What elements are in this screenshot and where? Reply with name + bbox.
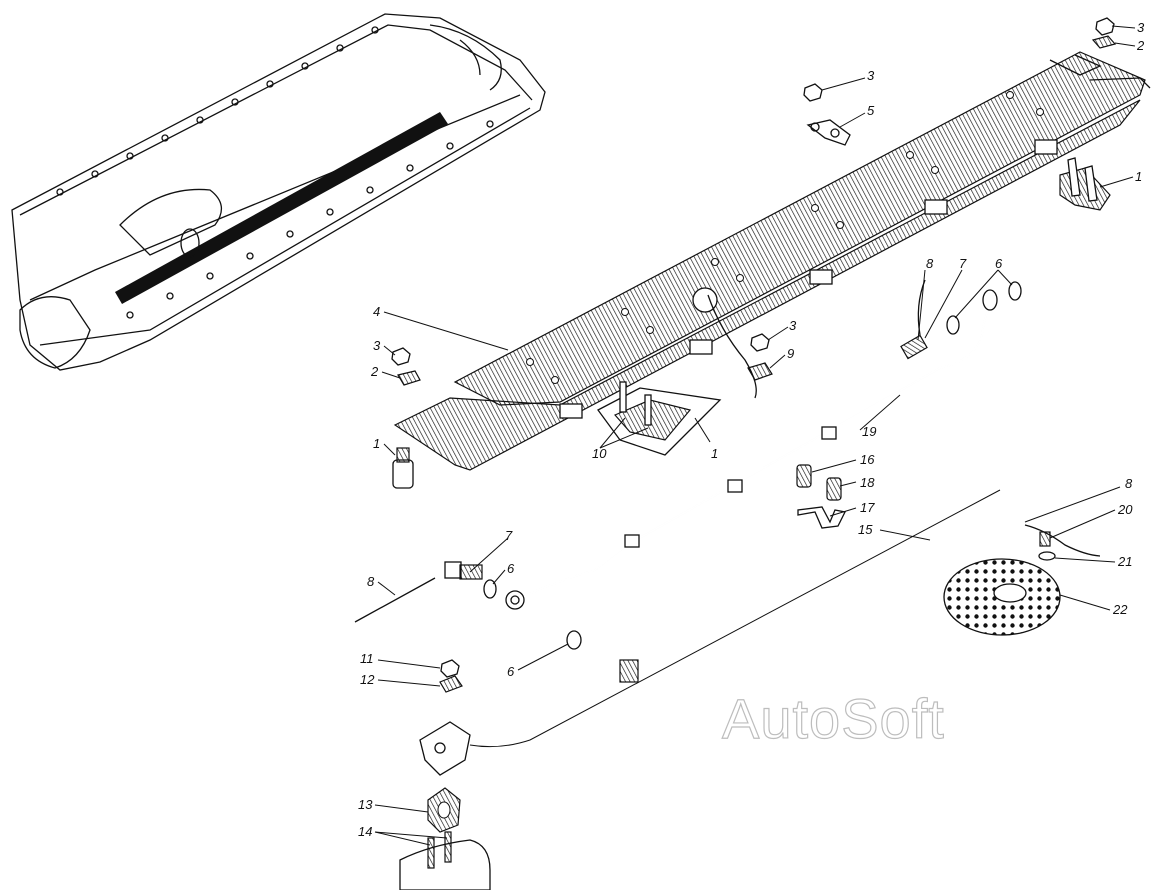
callout-label: 3 (867, 68, 875, 83)
callout-label: 3 (373, 338, 381, 353)
callout-label: 10 (592, 446, 607, 461)
callout-label: 2 (370, 364, 379, 379)
callout-label: 19 (862, 424, 876, 439)
crankcase-housing (11, 13, 546, 371)
seal-ring-6-upper (946, 281, 1022, 335)
washer-2-top (1091, 35, 1117, 49)
callout-label: 22 (1112, 602, 1128, 617)
wire-8-right (1024, 524, 1101, 557)
callout-label: 9 (787, 346, 794, 361)
studs-14 (399, 831, 491, 890)
callout-label: 3 (1137, 20, 1145, 35)
wire-8-lower (354, 577, 436, 623)
callout-label: 18 (860, 475, 875, 490)
seal-ring-6-lower (483, 579, 497, 599)
nut-11 (440, 659, 460, 678)
washer-12 (439, 675, 463, 693)
oil-intake-pipe-15 (419, 481, 1030, 776)
spacer-16 (796, 464, 812, 488)
callout-label: 15 (858, 522, 873, 537)
leader-lines (374, 25, 1136, 846)
callout-label: 3 (789, 318, 797, 333)
callout-label: 6 (507, 561, 515, 576)
nut-3-top (1095, 17, 1115, 36)
callout-label: 21 (1117, 554, 1132, 569)
seal-ring-6-bottom (566, 630, 582, 650)
bracket-10 (597, 381, 722, 456)
spacer-18 (826, 477, 842, 501)
callout-label: 7 (959, 256, 967, 271)
callout-label: 20 (1117, 502, 1133, 517)
callout-label: 8 (926, 256, 934, 271)
watermark-text: AutoSoft (722, 687, 945, 750)
nut-3-middle (750, 333, 770, 352)
callout-label: 7 (505, 528, 513, 543)
callout-label: 6 (995, 256, 1003, 271)
washer-2-left (397, 370, 421, 386)
callout-label: 1 (373, 436, 380, 451)
nut-3-left (391, 347, 411, 366)
callout-label: 11 (360, 651, 374, 666)
housing-flange-holes (56, 26, 494, 319)
callout-label: 12 (360, 672, 375, 687)
callout-label: 5 (867, 103, 875, 118)
callout-label: 16 (860, 452, 875, 467)
bracket-1-right (1059, 157, 1111, 211)
callout-label: 1 (711, 446, 718, 461)
oil-pan-ribbed-cover (393, 51, 1151, 471)
callout-label: 6 (507, 664, 515, 679)
washer-21 (1038, 551, 1056, 561)
callout-label: 8 (367, 574, 375, 589)
nut-3-upper (803, 83, 823, 102)
clamp-17 (797, 506, 846, 529)
union-bolt-7-lower (444, 561, 483, 580)
callout-label: 1 (1135, 169, 1142, 184)
oil-tube-19 (505, 289, 998, 610)
gasket-13 (427, 787, 461, 833)
callout-label: 13 (358, 797, 373, 812)
callout-label: 2 (1136, 38, 1145, 53)
union-bolt-7-upper (900, 334, 928, 360)
callout-label: 17 (860, 500, 875, 515)
callout-labels: 3 2 3 5 1 8 7 6 4 3 9 3 2 1 10 1 19 16 1… (358, 20, 1145, 839)
callout-label: 14 (358, 824, 372, 839)
strainer-screen-22 (943, 558, 1061, 636)
callout-label: 8 (1125, 476, 1133, 491)
stud-1-left (392, 447, 414, 489)
lock-plate-5 (806, 119, 851, 146)
callout-label: 4 (373, 304, 380, 319)
